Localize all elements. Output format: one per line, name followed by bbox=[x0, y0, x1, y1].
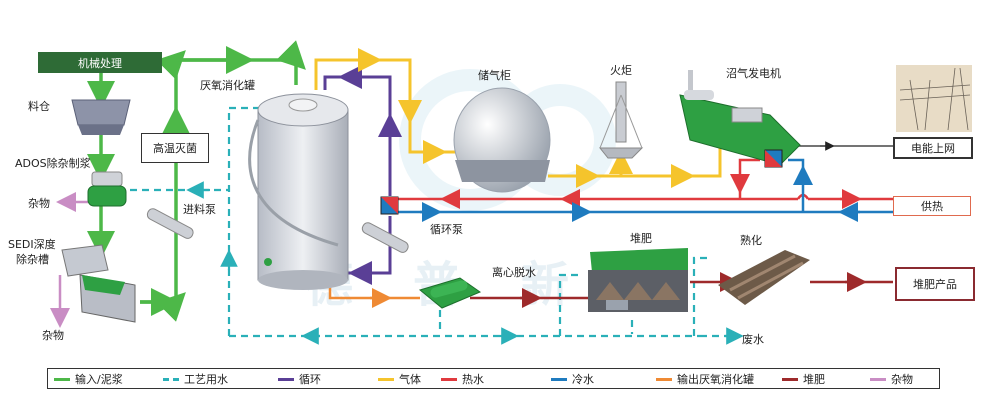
generator-label: 沼气发电机 bbox=[726, 67, 781, 80]
legend-label: 堆肥 bbox=[803, 373, 825, 386]
flow-input-slurry bbox=[87, 40, 306, 322]
circulation-pump-label: 循环泵 bbox=[430, 223, 463, 236]
hopper-icon bbox=[71, 99, 131, 135]
gas-holder-label: 储气柜 bbox=[478, 69, 511, 82]
composting-label: 堆肥 bbox=[630, 232, 652, 245]
heat-supply-box: 供热 bbox=[893, 196, 971, 216]
legend-swatch bbox=[551, 377, 567, 381]
composting-shed-icon bbox=[588, 248, 688, 312]
legend-item-gas: 气体 bbox=[378, 371, 421, 387]
legend-item-circulation: 循环 bbox=[278, 371, 321, 387]
flow-gas bbox=[314, 48, 722, 188]
legend-swatch bbox=[378, 377, 394, 381]
gas-holder-icon bbox=[453, 87, 551, 193]
heat-exchanger-icon bbox=[380, 196, 399, 215]
flow-compost bbox=[470, 272, 893, 308]
circulation-pump-icon bbox=[361, 222, 409, 253]
sedi-label-1: SEDI深度 bbox=[8, 238, 56, 251]
flow-digestate bbox=[328, 282, 420, 308]
maturation-label: 熟化 bbox=[740, 234, 762, 247]
power-grid-photo bbox=[896, 65, 972, 132]
compost-product-box: 堆肥产品 bbox=[895, 267, 975, 301]
legend-item-process-water: 工艺用水 bbox=[163, 371, 228, 387]
legend-swatch bbox=[54, 377, 70, 381]
legend-item-cold-water: 冷水 bbox=[551, 371, 594, 387]
legend-swatch bbox=[782, 377, 798, 381]
wastewater-label: 废水 bbox=[742, 333, 764, 346]
legend-swatch bbox=[656, 377, 672, 381]
flare-icon bbox=[598, 81, 644, 159]
legend-label: 输入/泥浆 bbox=[75, 373, 123, 386]
digester-label: 厌氧消化罐 bbox=[200, 79, 255, 92]
sedi-label-2: 除杂槽 bbox=[16, 253, 49, 266]
legend-label: 热水 bbox=[462, 373, 484, 386]
legend-swatch bbox=[441, 377, 457, 381]
digester-tank-icon bbox=[248, 93, 349, 290]
legend: 输入/泥浆 工艺用水 循环 气体 热水 冷水 输出厌氧消化罐 堆肥 杂物 bbox=[47, 368, 940, 389]
ados-pulper-icon bbox=[87, 171, 127, 207]
mechanical-treatment-box: 机械处理 bbox=[38, 52, 162, 73]
legend-label: 工艺用水 bbox=[184, 373, 228, 386]
flow-cold-water bbox=[398, 158, 893, 222]
grid-output-box: 电能上网 bbox=[893, 137, 973, 159]
flow-hot-water bbox=[398, 158, 893, 209]
impurity-label-1: 杂物 bbox=[28, 197, 50, 210]
sterilization-box: 高温灭菌 bbox=[141, 133, 209, 163]
legend-swatch bbox=[278, 377, 294, 381]
maturation-windrows-icon bbox=[718, 250, 810, 305]
legend-swatch bbox=[870, 377, 886, 381]
legend-swatch bbox=[163, 377, 179, 381]
legend-label: 输出厌氧消化罐 bbox=[677, 373, 754, 386]
legend-item-compost: 堆肥 bbox=[782, 371, 825, 387]
flow-impurities bbox=[50, 192, 88, 328]
feed-pump-icon bbox=[146, 208, 194, 239]
legend-item-input-slurry: 输入/泥浆 bbox=[54, 371, 123, 387]
flare-label: 火炬 bbox=[610, 64, 632, 77]
legend-label: 气体 bbox=[399, 373, 421, 386]
legend-label: 冷水 bbox=[572, 373, 594, 386]
legend-label: 循环 bbox=[299, 373, 321, 386]
legend-label: 杂物 bbox=[891, 373, 913, 386]
biogas-generator-icon bbox=[679, 70, 801, 168]
hopper-label: 料仓 bbox=[28, 100, 50, 113]
flow-process-water bbox=[130, 106, 744, 345]
centrifuge-label: 离心脱水 bbox=[492, 266, 536, 279]
centrifuge-icon bbox=[418, 277, 482, 309]
legend-item-digestate: 输出厌氧消化罐 bbox=[656, 371, 754, 387]
feed-pump-label: 进料泵 bbox=[183, 203, 216, 216]
sedi-trough-icon bbox=[61, 244, 136, 323]
legend-item-hot-water: 热水 bbox=[441, 371, 484, 387]
legend-item-impurities: 杂物 bbox=[870, 371, 913, 387]
ados-label: ADOS除杂制浆 bbox=[15, 157, 91, 170]
impurity-label-2: 杂物 bbox=[42, 329, 64, 342]
